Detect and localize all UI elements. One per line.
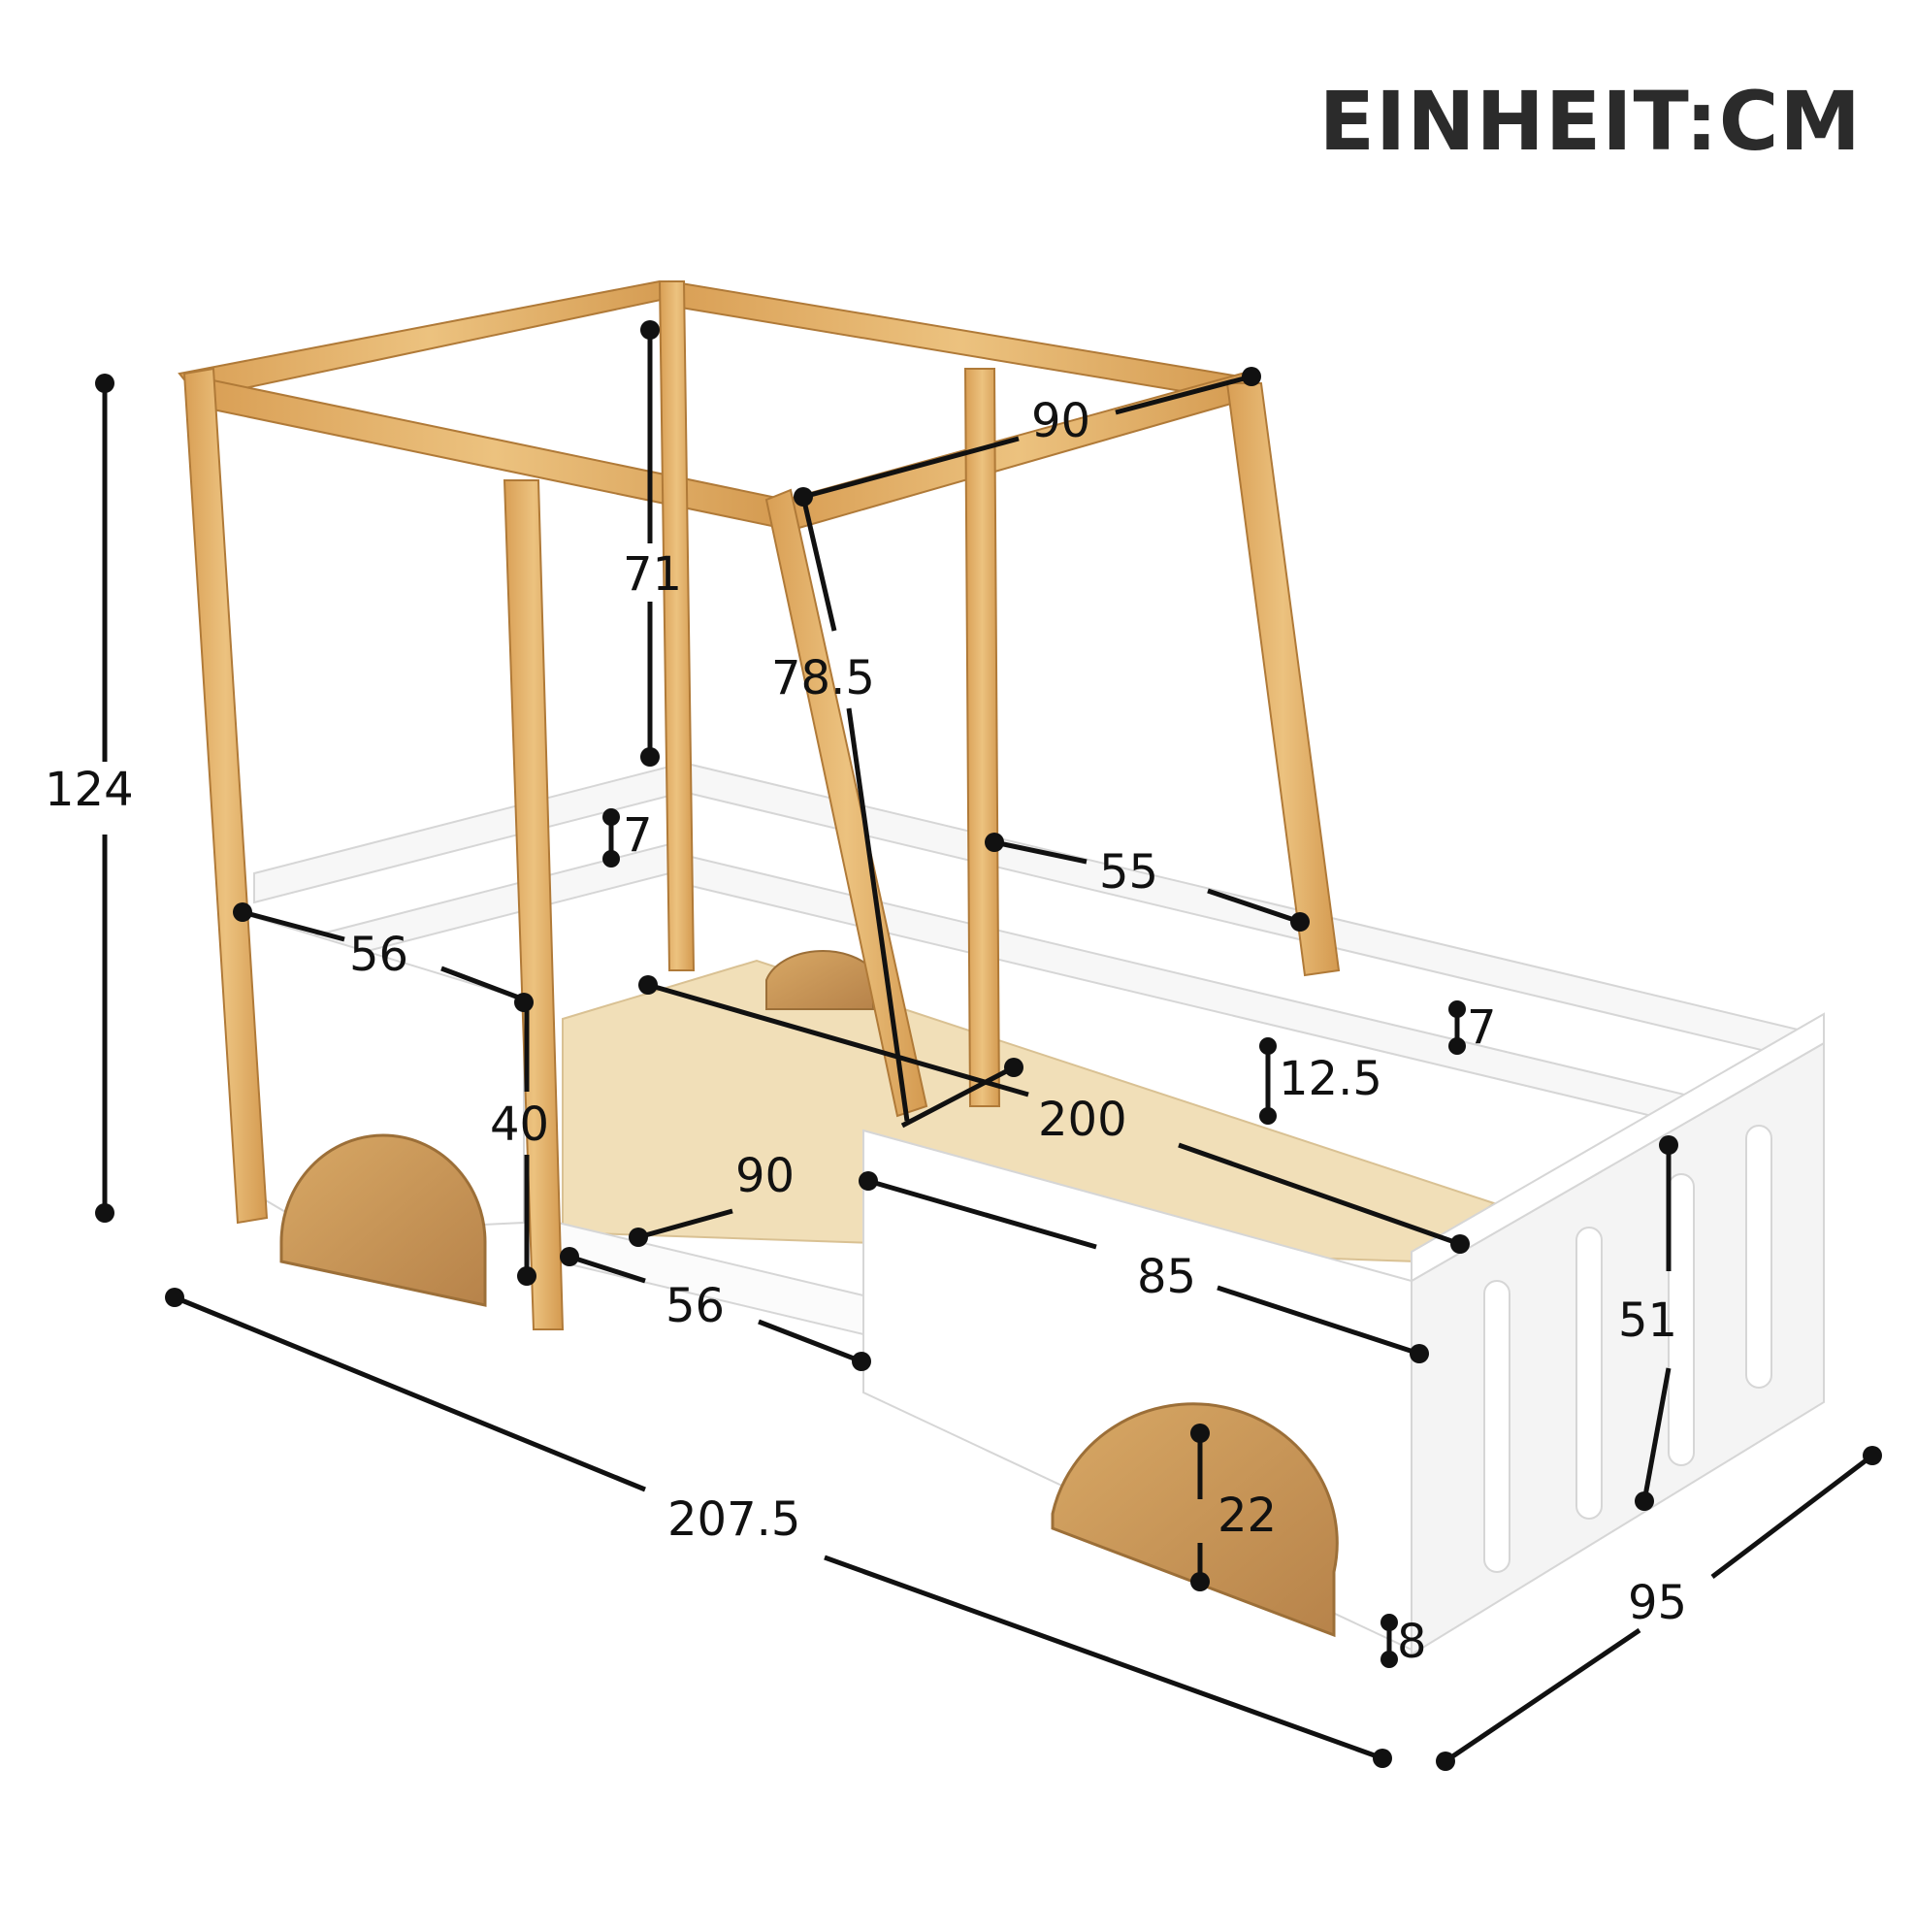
label-tailgate-height: 51 [1618, 1293, 1677, 1348]
label-total-length: 207.5 [667, 1492, 800, 1547]
unit-title: EINHEIT:CM [1318, 74, 1862, 169]
label-mattress-width: 90 [735, 1149, 795, 1203]
label-rear-panel-length: 85 [1137, 1250, 1196, 1304]
label-wheel-height: 22 [1218, 1489, 1277, 1543]
label-mattress-length: 200 [1038, 1093, 1127, 1147]
mid-wheel [765, 950, 874, 1010]
label-front-panel-width: 56 [349, 928, 408, 982]
label-rail-spacing-front: 7 [623, 808, 653, 863]
dimension-lines [102, 330, 1874, 1764]
label-rail-spacing-back: 7 [1467, 1000, 1497, 1055]
label-ground-clearance: 8 [1397, 1615, 1427, 1669]
label-front-panel-height: 40 [490, 1097, 549, 1152]
label-roof-width: 90 [1031, 394, 1090, 448]
dimension-labels: 124 90 71 78.5 7 55 56 40 200 12.5 7 90 … [45, 394, 1687, 1669]
bed-body [237, 760, 1825, 1656]
label-windshield-length: 78.5 [771, 651, 875, 705]
front-wheel [279, 1133, 487, 1307]
label-cabin-height: 71 [623, 547, 682, 602]
dimension-endpoints [95, 320, 1882, 1771]
rear-wheel [1051, 1402, 1339, 1638]
wheels [279, 950, 1339, 1638]
label-total-width: 95 [1628, 1576, 1687, 1630]
label-rail-height: 12.5 [1279, 1052, 1382, 1106]
label-total-height: 124 [45, 763, 134, 817]
label-step-length: 56 [666, 1279, 725, 1333]
label-side-rail-length: 55 [1099, 845, 1158, 900]
